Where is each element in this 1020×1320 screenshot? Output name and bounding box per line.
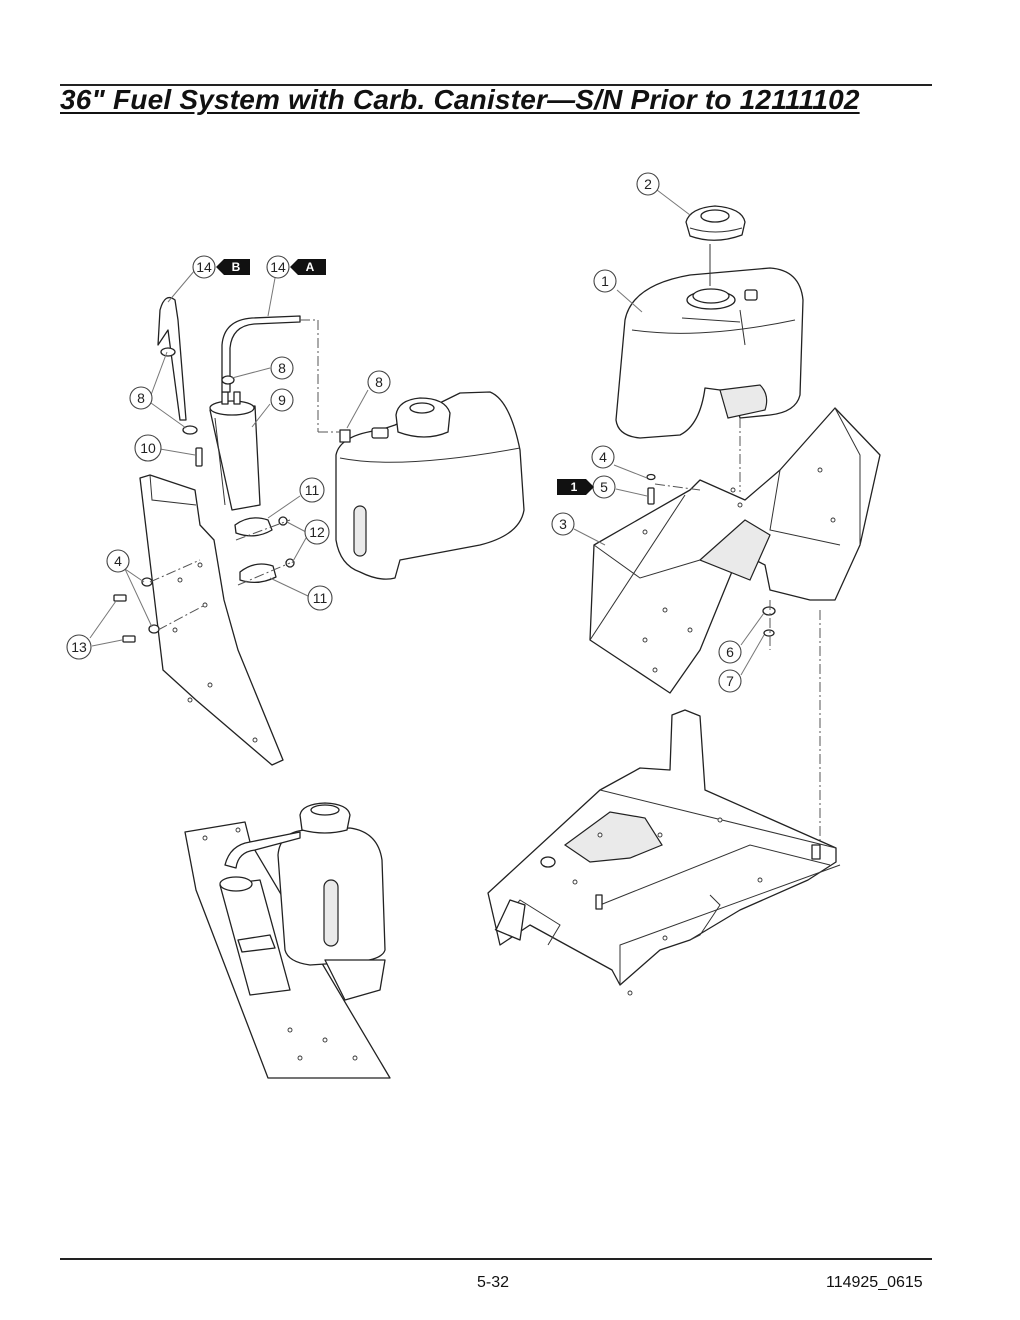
svg-text:12: 12 [309,524,325,540]
mower-frame [487,709,841,996]
canister-part-9 [209,391,261,511]
svg-text:1: 1 [601,273,609,289]
callout-11-bottom: 11 [307,585,333,611]
svg-text:11: 11 [305,482,320,498]
mount-plate-left [139,474,284,766]
footer-rule [60,1258,932,1260]
callout-14-b: 14 [192,255,216,279]
callout-2: 2 [636,172,660,196]
svg-text:10: 10 [140,440,156,456]
svg-text:14: 14 [270,259,286,275]
svg-text:8: 8 [278,360,286,376]
svg-text:4: 4 [599,449,607,465]
callout-1: 1 [593,269,617,293]
svg-text:7: 7 [726,673,734,689]
assembled-view [184,802,391,1079]
document-number: 114925_0615 [826,1274,923,1291]
svg-text:3: 3 [559,516,567,532]
svg-text:14: 14 [196,259,212,275]
svg-text:13: 13 [71,639,87,655]
callout-10: 10 [134,434,162,462]
leader-lines [89,189,765,676]
svg-text:6: 6 [726,644,734,660]
callout-8-left: 8 [129,386,153,410]
callout-11-top: 11 [299,477,325,503]
flag-b: B [216,259,250,275]
callout-3: 3 [551,512,575,536]
tank-bracket-part-3 [589,407,881,694]
callout-6: 6 [718,640,742,664]
screws-washers-4-13 [113,577,160,643]
page-number: 5-32 [477,1274,510,1291]
fuel-cap-part-2 [685,205,746,241]
svg-text:5: 5 [600,479,608,495]
callout-8-top: 8 [270,356,294,380]
callout-9: 9 [270,388,294,412]
title-rule [60,84,932,86]
svg-text:8: 8 [375,374,383,390]
callout-5: 5 [592,475,616,499]
washer-nut-hardware [646,473,776,637]
callout-4-left: 4 [106,549,130,573]
fuel-tank-part-1 [615,267,804,439]
fitting-part-10 [195,447,203,467]
svg-text:4: 4 [114,553,122,569]
clamp-parts-11 [234,516,295,584]
callout-13: 13 [66,634,92,660]
svg-text:8: 8 [137,390,145,406]
callout-14-a: 14 [266,255,290,279]
callout-4-right: 4 [591,445,615,469]
fuel-tank-left-view [335,391,525,580]
flag-1: 1 [557,479,594,495]
svg-text:B: B [232,260,241,274]
svg-text:1: 1 [571,480,578,494]
svg-text:9: 9 [278,392,286,408]
callout-8-tank: 8 [367,370,391,394]
svg-text:A: A [306,260,315,274]
callout-12: 12 [304,519,330,545]
callout-7: 7 [718,669,742,693]
flag-a: A [290,259,326,275]
svg-text:2: 2 [644,176,652,192]
hose-clamps-8 [160,347,351,443]
page-title: 36" Fuel System with Carb. Canister—S/N … [60,84,860,115]
svg-text:11: 11 [313,590,328,606]
